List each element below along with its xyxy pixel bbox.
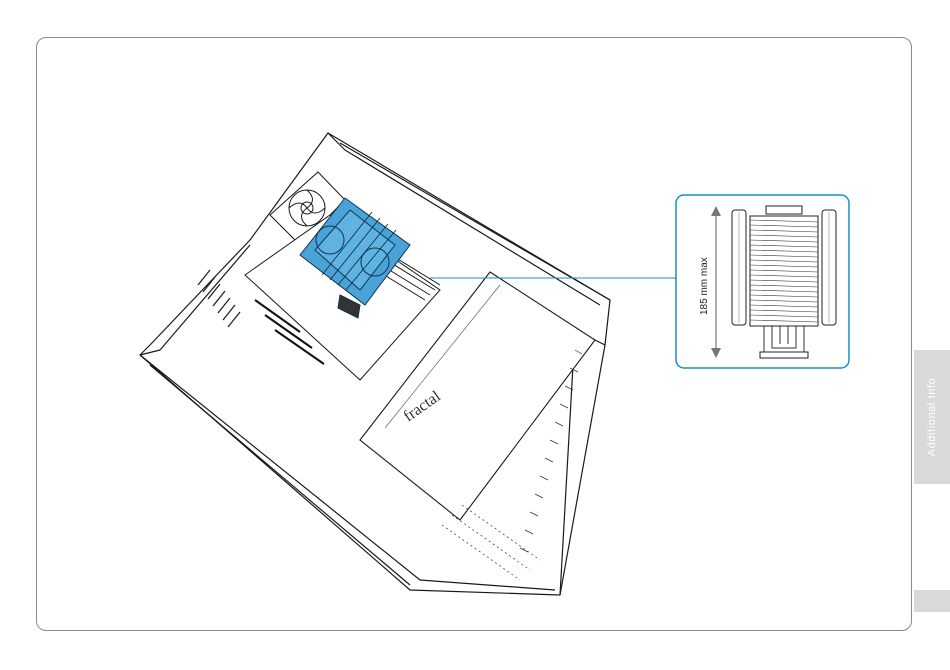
side-tab-label: Additional Info (926, 378, 938, 457)
side-tab-marker (914, 590, 950, 612)
callout-box: 185 mm max (676, 195, 849, 368)
side-tab-additional-info[interactable]: Additional Info (914, 350, 950, 484)
dimension-label: 185 mm max (699, 257, 710, 315)
